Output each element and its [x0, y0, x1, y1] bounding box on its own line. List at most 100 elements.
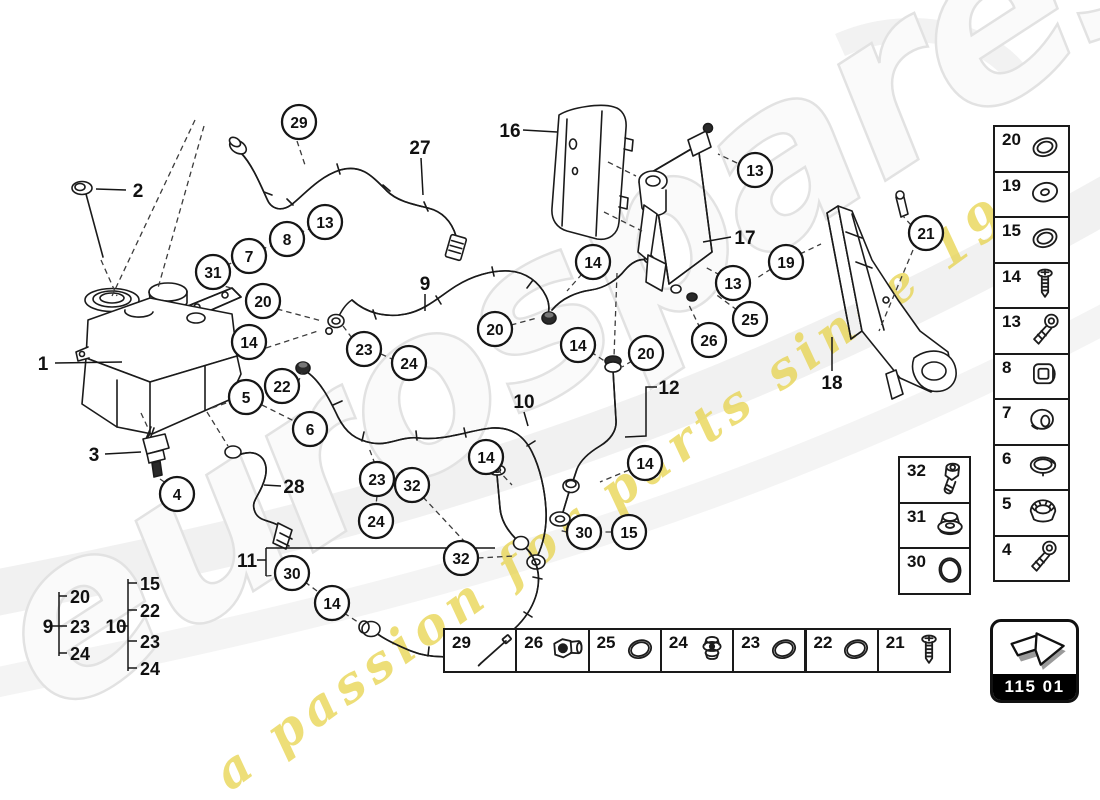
retainer-ring-icon: [1029, 456, 1057, 477]
part-cell-25[interactable]: 25: [587, 628, 662, 673]
part-cell-22[interactable]: 22: [804, 628, 879, 673]
part-number-label: 2: [133, 181, 144, 202]
callout-circle[interactable]: [306, 203, 344, 241]
callout-30[interactable]: 30: [273, 554, 311, 592]
callout-circle[interactable]: [731, 300, 769, 338]
callout-number: 8: [283, 232, 292, 249]
callout-14[interactable]: 14: [626, 444, 664, 482]
callout-circle[interactable]: [690, 321, 728, 359]
part-cell-15[interactable]: 15: [993, 216, 1070, 264]
callout-13[interactable]: 13: [736, 151, 774, 189]
callout-32[interactable]: 32: [442, 539, 480, 577]
callout-circle[interactable]: [610, 513, 648, 551]
part-cell-31[interactable]: 31: [898, 501, 971, 550]
part-cell-5[interactable]: 5: [993, 489, 1070, 537]
part-cell-32[interactable]: 32: [898, 456, 971, 504]
part-cell-13[interactable]: 13: [993, 307, 1070, 355]
callout-circle[interactable]: [227, 378, 265, 416]
grommet-round-icon: [1030, 408, 1054, 430]
callout-14[interactable]: 14: [313, 584, 351, 622]
callout-14[interactable]: 14: [230, 323, 268, 361]
callout-23[interactable]: 23: [345, 330, 383, 368]
part-cell-29[interactable]: 29: [443, 628, 518, 673]
callout-26[interactable]: 26: [690, 321, 728, 359]
part-cell-14[interactable]: 14: [993, 261, 1070, 309]
callout-circle[interactable]: [767, 243, 805, 281]
callout-circle[interactable]: [559, 326, 597, 364]
callout-circle[interactable]: [230, 323, 268, 361]
part-cell-26[interactable]: 26: [515, 628, 590, 673]
callout-14[interactable]: 14: [467, 438, 505, 476]
callout-4[interactable]: 4: [158, 475, 196, 513]
grommet-block-icon: [1033, 363, 1056, 385]
part-cell-21[interactable]: 21: [876, 628, 952, 673]
callout-20[interactable]: 20: [476, 310, 514, 348]
hose-28-part: [224, 445, 293, 550]
callout-circle[interactable]: [244, 282, 282, 320]
callout-25[interactable]: 25: [731, 300, 769, 338]
part-cell-6[interactable]: 6: [993, 443, 1070, 491]
part-cell-23[interactable]: 23: [732, 628, 807, 673]
callout-14[interactable]: 14: [574, 243, 612, 281]
callout-13[interactable]: 13: [306, 203, 344, 241]
part-cell-7[interactable]: 7: [993, 398, 1070, 446]
callout-30[interactable]: 30: [565, 513, 603, 551]
callout-29[interactable]: 29: [280, 103, 318, 141]
callout-circle[interactable]: [263, 367, 301, 405]
callout-circle[interactable]: [280, 103, 318, 141]
callout-24[interactable]: 24: [390, 344, 428, 382]
part-cell-20[interactable]: 20: [993, 125, 1070, 173]
callout-circle[interactable]: [313, 584, 351, 622]
callout-24[interactable]: 24: [357, 502, 395, 540]
callout-circle[interactable]: [907, 214, 945, 252]
part-cell-19[interactable]: 19: [993, 170, 1070, 218]
callout-circle[interactable]: [626, 444, 664, 482]
callout-circle[interactable]: [467, 438, 505, 476]
callout-circle[interactable]: [357, 502, 395, 540]
callout-number: 30: [575, 525, 592, 542]
callout-32[interactable]: 32: [393, 466, 431, 504]
callout-circle[interactable]: [345, 330, 383, 368]
callout-20[interactable]: 20: [244, 282, 282, 320]
callout-circle[interactable]: [714, 264, 752, 302]
callout-5[interactable]: 5: [227, 378, 265, 416]
part-cell-24[interactable]: 24: [659, 628, 735, 673]
callout-circle[interactable]: [273, 554, 311, 592]
callout-13[interactable]: 13: [714, 264, 752, 302]
callout-23[interactable]: 23: [358, 460, 396, 498]
callout-circle[interactable]: [476, 310, 514, 348]
part-cell-number: 25: [596, 633, 616, 652]
callout-circle[interactable]: [194, 253, 232, 291]
callout-circle[interactable]: [442, 539, 480, 577]
callout-21[interactable]: 21: [907, 214, 945, 252]
leader-line: [522, 129, 558, 133]
callout-circle[interactable]: [627, 334, 665, 372]
callout-14[interactable]: 14: [559, 326, 597, 364]
callout-31[interactable]: 31: [194, 253, 232, 291]
callout-8[interactable]: 8: [268, 220, 306, 258]
callout-number: 14: [636, 456, 654, 473]
callout-circle[interactable]: [393, 466, 431, 504]
callout-22[interactable]: 22: [263, 367, 301, 405]
callout-15[interactable]: 15: [610, 513, 648, 551]
callout-19[interactable]: 19: [767, 243, 805, 281]
part-cell-8[interactable]: 8: [993, 352, 1070, 400]
callout-circle[interactable]: [268, 220, 306, 258]
callout-circle[interactable]: [158, 475, 196, 513]
legend-item: 15: [140, 574, 160, 594]
callout-circle[interactable]: [565, 513, 603, 551]
callout-circle[interactable]: [390, 344, 428, 382]
part-cell-number: 26: [524, 633, 544, 652]
part-cell-4[interactable]: 4: [993, 534, 1070, 582]
callout-circle[interactable]: [358, 460, 396, 498]
callout-circle[interactable]: [736, 151, 774, 189]
callout-7[interactable]: 7: [230, 237, 268, 275]
callout-circle[interactable]: [230, 237, 268, 275]
callout-6[interactable]: 6: [291, 410, 329, 448]
callout-circle[interactable]: [291, 410, 329, 448]
callout-20[interactable]: 20: [627, 334, 665, 372]
part-cell-30[interactable]: 30: [898, 547, 971, 596]
part-label-27: 27: [409, 138, 431, 196]
callout-circle[interactable]: [574, 243, 612, 281]
